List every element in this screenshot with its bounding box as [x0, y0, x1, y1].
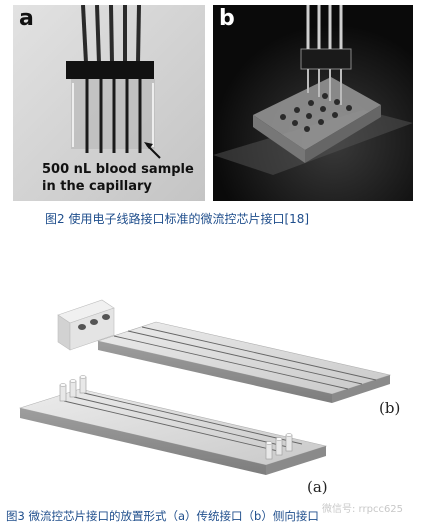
- figure2-panel-a-photo: a 500 nL blood sample in the capillary: [13, 5, 205, 201]
- chip-a-traditional-interface: [18, 375, 328, 475]
- chip-a-label: (a): [307, 478, 328, 496]
- panel-a-letter: a: [19, 6, 34, 31]
- microfluidic-chip-photo: [213, 5, 413, 201]
- panel-b-letter: b: [219, 6, 235, 31]
- chip-b-label: (b): [379, 399, 401, 417]
- vertical-ports: [59, 375, 293, 460]
- wechat-watermark: 微信号: rrpcc625: [322, 504, 404, 515]
- figure2-panel-b-photo: b: [213, 5, 413, 201]
- figure3-caption: 图3 微流控芯片接口的放置形式（a）传统接口（b）侧向接口: [6, 509, 319, 523]
- chip-interface-diagram: [18, 299, 392, 475]
- blood-sample-annotation: 500 nL blood sample in the capillary: [42, 162, 194, 194]
- chip-b-side-interface: [96, 321, 392, 403]
- side-connector-block: [57, 299, 115, 351]
- figure2-caption: 图2 使用电子线路接口标准的微流控芯片接口[18]: [45, 212, 310, 226]
- capillary-connector-photo: [13, 5, 205, 201]
